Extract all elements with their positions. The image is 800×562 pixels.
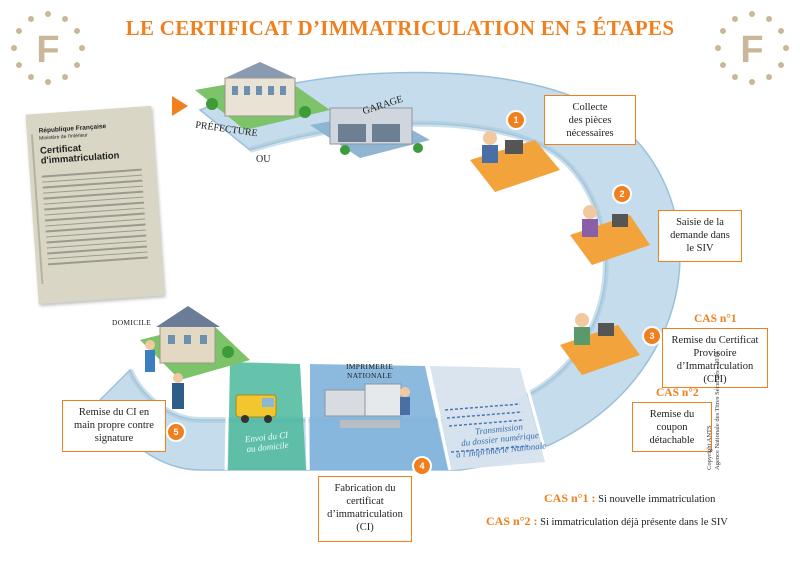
office-desk-1-icon (470, 131, 560, 192)
garage-building-icon (310, 107, 430, 158)
ou-label: OU (256, 154, 271, 165)
delivery-van-icon (235, 394, 277, 423)
step-marker-5: 5 (168, 424, 184, 440)
legend-case-1: CAS n°1 : Si nouvelle immatriculation (544, 491, 716, 505)
step-marker-3: 3 (644, 328, 660, 344)
printing-press-icon (324, 383, 410, 428)
start-arrow-icon (172, 96, 188, 116)
case-1-label: CAS n°1 (694, 313, 737, 325)
page-title: LE CERTIFICAT D’IMMATRICULATION EN 5 ÉTA… (125, 16, 675, 40)
domicile-label: DOMICILE (112, 318, 152, 327)
doc-title: Certificat d'immatriculation (39, 142, 120, 167)
office-desk-2-icon (570, 205, 650, 265)
badge-letter-right: F (740, 29, 763, 71)
data-stream-icon (444, 403, 529, 453)
domicile-house-icon (140, 306, 250, 409)
prefecture-building-icon (195, 62, 330, 130)
transmission-segment (430, 366, 545, 470)
f-badge-left-icon: F (11, 11, 85, 85)
certificate-document: République Française Ministère de l'inté… (25, 105, 165, 305)
badge-letter-left: F (36, 29, 59, 71)
step-marker-1: 1 (508, 112, 524, 128)
office-desk-3-icon (560, 313, 640, 375)
step-marker-2: 2 (614, 186, 630, 202)
legend-case-2: CAS n°2 : Si immatriculation déjà présen… (486, 514, 728, 528)
step-marker-4: 4 (414, 458, 430, 474)
case-2-label: CAS n°2 (656, 387, 699, 399)
f-badge-right-icon: F (715, 11, 789, 85)
doc-text-lines (41, 168, 148, 269)
